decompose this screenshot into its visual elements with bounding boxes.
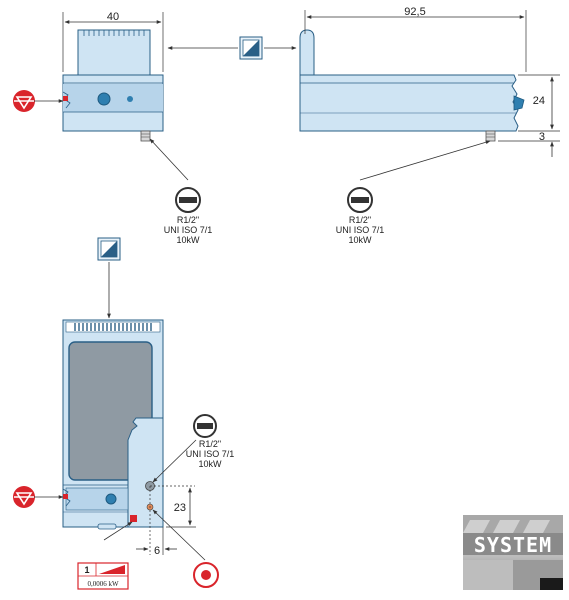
gas-side-power: 10kW (348, 235, 372, 245)
front-view: 40 (62, 11, 189, 181)
gas-plan-thread: R1/2" (199, 439, 221, 449)
logo-text: SYSTEM (474, 533, 552, 557)
gas-connection-icon (193, 414, 217, 438)
front-pilot-light (127, 96, 133, 102)
gas-side-thread: R1/2" (349, 215, 371, 225)
side-length-label: 92,5 (404, 6, 425, 18)
plan-electrical-point (130, 515, 137, 522)
gas-plan-standard: UNI ISO 7/1 (186, 449, 235, 459)
plan-cutaway (127, 417, 164, 528)
gas-front-standard: UNI ISO 7/1 (164, 225, 213, 235)
electrical-power: 0,0006 kW (87, 580, 119, 588)
front-foot (140, 130, 151, 142)
front-backsplash-vents (83, 30, 145, 36)
gas-front-power: 10kW (176, 235, 200, 245)
side-foot (485, 130, 496, 142)
plan-offset-x-label: 6 (154, 545, 160, 557)
gas-front-thread: R1/2" (177, 215, 199, 225)
gas-inlet-icon (13, 90, 64, 112)
system-logo: SYSTEM (463, 515, 563, 590)
gas-connection-side: R1/2" UNI ISO 7/1 10kW (336, 187, 385, 245)
electrical-icon (99, 565, 125, 574)
front-width-label: 40 (107, 11, 119, 23)
gas-side-standard: UNI ISO 7/1 (336, 225, 385, 235)
gas-connection-plan: R1/2" UNI ISO 7/1 10kW (186, 414, 235, 469)
drain-icon (193, 562, 219, 588)
plan-vent-grille (74, 323, 152, 331)
side-view: 92,5 24 3 (299, 6, 560, 181)
front-backsplash (77, 29, 151, 77)
gas-plan-power: 10kW (198, 459, 222, 469)
side-foot-height-label: 3 (539, 131, 545, 143)
side-height-label: 24 (533, 95, 545, 107)
gas-connection-front: R1/2" UNI ISO 7/1 10kW (164, 187, 213, 245)
gas-connection-icon (347, 187, 373, 213)
gas-inlet-icon (13, 486, 64, 508)
plan-view: 23 6 (62, 237, 206, 561)
plan-control-knob (105, 493, 117, 505)
electrical-box: 1 0,0006 kW (77, 562, 129, 590)
exhaust-icon (97, 237, 121, 319)
plan-offset-y-label: 23 (174, 502, 186, 514)
front-control-knob (97, 92, 111, 106)
exhaust-icon (167, 36, 297, 60)
gas-connection-icon (175, 187, 201, 213)
electrical-phase: 1 (84, 565, 89, 575)
